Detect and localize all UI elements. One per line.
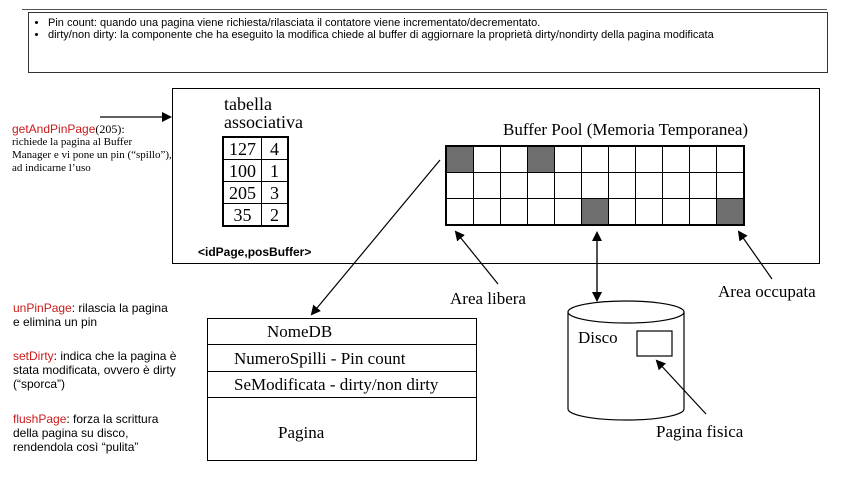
disk-label: Disco: [578, 328, 618, 347]
buffer-frame-free: [716, 145, 745, 173]
page-field-pagina: Pagina: [208, 398, 476, 460]
buffer-frame-occupied: [581, 198, 609, 226]
buffer-frame-free: [473, 198, 501, 226]
buffer-pool-title: Buffer Pool (Memoria Temporanea): [503, 120, 749, 139]
table-row: 127 4: [222, 136, 289, 160]
getandpinpage-function: getAndPinPage: [12, 122, 96, 136]
page-field-label: Pagina: [278, 423, 325, 442]
setdirty-function: setDirty: [13, 349, 54, 363]
buffer-frame-free: [581, 172, 609, 199]
buffer-frame-free: [608, 145, 636, 173]
buffer-frame-occupied: [527, 145, 555, 173]
page-arrow: [310, 159, 441, 316]
buffer-frame-free: [500, 172, 528, 199]
id-page-cell: 205: [222, 181, 262, 204]
pos-buffer-cell: 2: [261, 203, 289, 227]
buffer-frame-free: [527, 172, 555, 199]
buffer-manager-frame: [172, 88, 820, 264]
buffer-frame-free: [662, 198, 690, 226]
page-field-label: SeModificata - dirty/non dirty: [234, 375, 439, 394]
buffer-pool-row: [445, 172, 745, 199]
getandpinpage-note: getAndPinPage(205): richiede la pagina a…: [12, 123, 172, 174]
unpinpage-text: : rilascia la pagina e elimina un pin: [13, 301, 168, 329]
buffer-frame-free: [473, 145, 501, 173]
table-row: 205 3: [222, 181, 289, 204]
buffer-frame-free: [445, 198, 474, 226]
area-libera-label: Area libera: [450, 289, 526, 308]
bullets-box: Pin count: quando una pagina viene richi…: [28, 12, 828, 73]
id-page-cell: 35: [222, 203, 262, 227]
buffer-frame-free: [500, 198, 528, 226]
page-field-dirty: SeModificata - dirty/non dirty: [208, 372, 476, 398]
buffer-frame-free: [554, 172, 582, 199]
buffer-frame-free: [635, 145, 663, 173]
setdirty-note: setDirty: indica che la pagina è stata m…: [13, 349, 183, 391]
buffer-frame-free: [608, 172, 636, 199]
buffer-frame-free: [581, 145, 609, 173]
assoc-table-title-line2: associativa: [224, 112, 303, 132]
assoc-table: 127 4 100 1 205 3 35 2: [222, 136, 289, 227]
area-occupata-label: Area occupata: [718, 282, 816, 301]
getandpinpage-description: richiede la pagina al Buffer Manager e v…: [12, 136, 172, 174]
buffer-frame-free: [689, 145, 717, 173]
pagina-fisica-label: Pagina fisica: [656, 422, 744, 441]
bullet-dirty: dirty/non dirty: la componente che ha es…: [48, 29, 821, 41]
buffer-frame-free: [554, 198, 582, 226]
table-row: 35 2: [222, 203, 289, 227]
area-occupata-arrow: [737, 230, 773, 280]
buffer-frame-free: [445, 172, 474, 199]
getandpinpage-arg: (205):: [95, 122, 125, 136]
page-structure-box: NomeDB NumeroSpilli - Pin count SeModifi…: [207, 318, 477, 461]
buffer-frame-free: [716, 172, 745, 199]
buffer-frame-free: [608, 198, 636, 226]
assoc-table-title-line1: tabella: [224, 94, 272, 114]
assoc-table-title: tabella associativa: [224, 95, 303, 131]
flushpage-note: flushPage: forza la scrittura della pagi…: [13, 412, 183, 454]
buffer-pool-grid: [445, 145, 745, 226]
page-field-pin-count: NumeroSpilli - Pin count: [208, 345, 476, 372]
pos-buffer-cell: 3: [261, 181, 289, 204]
page-field-label: NomeDB: [267, 322, 333, 341]
buffer-frame-free: [662, 145, 690, 173]
buffer-frame-free: [527, 198, 555, 226]
buffer-frame-free: [689, 172, 717, 199]
assoc-table-caption: <idPage,posBuffer>: [198, 245, 312, 259]
page-field-label: NumeroSpilli - Pin count: [234, 349, 406, 368]
buffer-frame-occupied: [445, 145, 474, 173]
pagina-fisica-arrow: [655, 359, 707, 415]
buffer-frame-free: [662, 172, 690, 199]
area-libera-arrow: [454, 230, 499, 285]
buffer-frame-free: [473, 172, 501, 199]
table-row: 100 1: [222, 159, 289, 182]
buffer-pool-row: [445, 198, 745, 226]
setdirty-text: : indica che la pagina è stata modificat…: [13, 349, 177, 391]
id-page-cell: 100: [222, 159, 262, 182]
bullet-pin-count: Pin count: quando una pagina viene richi…: [48, 17, 821, 29]
flushpage-function: flushPage: [13, 412, 67, 426]
unpinpage-note: unPinPage: rilascia la pagina e elimina …: [13, 301, 173, 329]
physical-page-rect: [636, 330, 673, 357]
buffer-frame-occupied: [716, 198, 745, 226]
buffer-frame-free: [689, 198, 717, 226]
top-divider: [22, 9, 827, 10]
buffer-frame-free: [635, 172, 663, 199]
disk-icon: [567, 300, 685, 421]
flushpage-text: : forza la scrittura della pagina su dis…: [13, 412, 159, 454]
unpinpage-function: unPinPage: [13, 301, 72, 315]
page-field-nomedb: NomeDB: [208, 319, 476, 345]
